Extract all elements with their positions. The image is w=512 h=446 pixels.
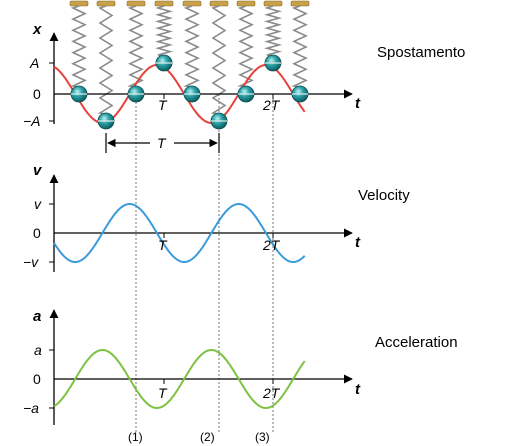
- displacement-title: Spostamento: [377, 44, 465, 61]
- period-marker: T: [105, 133, 220, 153]
- displacement-panel: x A 0 −A T 2T t Spostamento T: [23, 0, 465, 153]
- reference-label-2: (2): [200, 430, 215, 444]
- acceleration-zero-label: 0: [33, 371, 41, 387]
- spring-cap: [236, 0, 256, 7]
- velocity-panel: v v 0 −v T 2T t Velocity: [23, 162, 410, 272]
- reference-label-3: (3): [255, 430, 270, 444]
- velocity-zero-label: 0: [33, 225, 41, 241]
- spring-cap: [182, 0, 202, 7]
- acceleration-neg-label: −a: [23, 400, 39, 416]
- velocity-t1-label: T: [158, 237, 168, 253]
- spring-cap: [290, 0, 310, 7]
- spring-cap: [126, 0, 146, 7]
- acceleration-panel: a a 0 −a T 2T t Acceleration: [23, 308, 458, 425]
- acceleration-title: Acceleration: [375, 334, 458, 351]
- velocity-neg-label: −v: [23, 254, 39, 270]
- velocity-curve: [53, 203, 306, 263]
- spring-cap: [96, 0, 116, 7]
- acceleration-axis-label: a: [33, 308, 41, 325]
- acceleration-t-label: t: [355, 381, 361, 398]
- velocity-pos-label: v: [34, 196, 42, 212]
- period-label: T: [157, 135, 167, 151]
- displacement-t1-label: T: [158, 97, 168, 113]
- acceleration-t1-label: T: [158, 385, 168, 401]
- coil-spring-icon: [264, 5, 282, 57]
- velocity-axis-label: v: [33, 162, 43, 179]
- velocity-t2-label: 2T: [262, 237, 281, 253]
- spring-cap: [209, 0, 229, 7]
- displacement-neg-label: −A: [23, 113, 41, 129]
- displacement-t-label: t: [355, 95, 361, 112]
- coil-spring-icon: [155, 5, 173, 57]
- velocity-title: Velocity: [358, 187, 410, 204]
- coil-spring-icon: [237, 5, 254, 88]
- velocity-t-label: t: [355, 234, 361, 251]
- coil-spring-icon: [210, 5, 227, 115]
- displacement-t2-label: 2T: [262, 97, 281, 113]
- coil-spring-icon: [127, 5, 144, 88]
- reference-label-1: (1): [128, 430, 143, 444]
- acceleration-pos-label: a: [34, 342, 42, 358]
- displacement-curve: [53, 64, 306, 124]
- spring-cap: [69, 0, 89, 7]
- coil-spring-icon: [70, 5, 87, 88]
- displacement-zero-label: 0: [33, 86, 41, 102]
- acceleration-t2-label: 2T: [262, 385, 281, 401]
- coil-spring-icon: [291, 5, 308, 88]
- spring-cap: [263, 0, 283, 7]
- coil-spring-icon: [97, 5, 114, 115]
- displacement-axis-label: x: [32, 21, 42, 38]
- displacement-pos-label: A: [29, 55, 39, 71]
- acceleration-curve: [53, 349, 306, 409]
- coil-spring-icon: [183, 5, 200, 88]
- spring-cap: [154, 0, 174, 7]
- mass-balls: [70, 54, 309, 130]
- spring-array: [69, 0, 310, 115]
